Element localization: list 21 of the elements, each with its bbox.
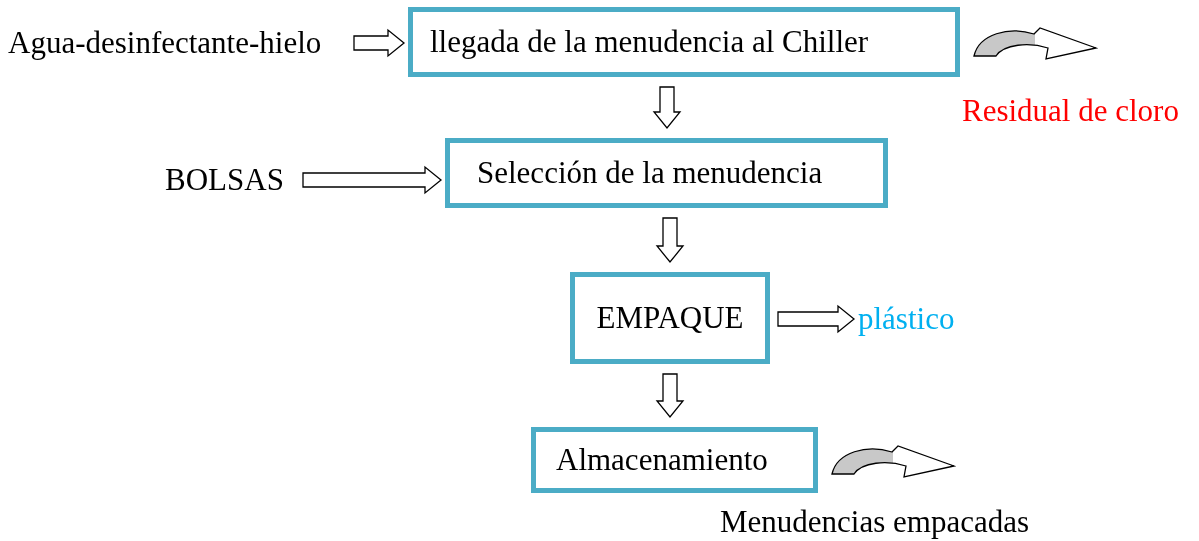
block-arrow: [302, 165, 443, 195]
box-label: llegada de la menudencia al Chiller: [430, 24, 869, 60]
flow-label: Residual de cloro: [962, 93, 1190, 129]
flow-label: plástico: [858, 301, 962, 337]
process-box: [408, 7, 960, 77]
flow-label: Agua-desinfectante-hielo: [8, 25, 346, 61]
block-arrow: [777, 304, 856, 334]
block-arrow: [655, 373, 685, 419]
curved-arrow: [831, 445, 955, 478]
block-arrow: [655, 217, 685, 264]
process-box: [445, 138, 888, 208]
process-box: [531, 427, 818, 493]
flow-label: BOLSAS: [165, 162, 295, 198]
process-box: [570, 272, 770, 364]
box-label: Almacenamiento: [556, 442, 768, 478]
block-arrow: [353, 28, 406, 58]
block-arrow: [652, 86, 682, 130]
flow-label: Menudencias empacadas: [720, 504, 1042, 540]
box-label: EMPAQUE: [596, 300, 744, 336]
curved-arrow: [973, 27, 1097, 60]
box-label: Selección de la menudencia: [477, 155, 823, 191]
